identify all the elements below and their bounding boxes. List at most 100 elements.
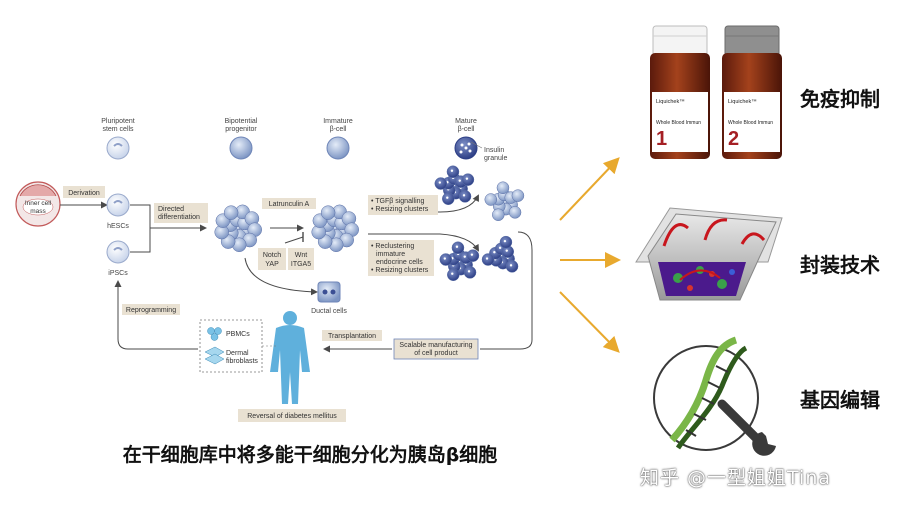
svg-text:• Resizing clusters: • Resizing clusters [371, 267, 429, 274]
svg-text:hESCs: hESCs [107, 223, 129, 230]
tech-label-gene-editing: 基因编辑 [800, 388, 880, 412]
latrunculin-label: Latrunculin A [269, 201, 310, 208]
tech-label-encapsulation: 封装技术 [800, 253, 880, 277]
transplantation-label: Transplantation [328, 333, 376, 340]
patient-figure [270, 311, 310, 404]
ipscs-label: iPSCs [108, 270, 128, 277]
stage-pluripotent: Pluripotent stem cells [101, 118, 135, 160]
caption: 在干细胞库中将多能干细胞分化为胰岛β细胞 [122, 444, 498, 466]
svg-text:Reversal of diabetes mellitus: Reversal of diabetes mellitus [247, 413, 337, 420]
svg-text:Reprogramming: Reprogramming [126, 307, 176, 314]
tgfb-label: • TGFβ signalling [371, 198, 425, 205]
vial-number: 2 [728, 128, 739, 150]
arrow-to-gene-editing [559, 291, 620, 353]
dermal-label: fibroblasts [226, 358, 258, 365]
stage-label: Immature [323, 118, 353, 125]
svg-text:Bipotential: Bipotential [225, 118, 258, 125]
vial-2: Liquichek™ Whole Blood Immun 2 [722, 25, 782, 159]
stage-label: Bipotential [225, 118, 258, 125]
stage-label: progenitor [225, 126, 257, 133]
hescs-cell: hESCs [106, 193, 130, 230]
inner-cell-mass-label: mass [30, 208, 46, 215]
svg-text:Immature: Immature [323, 118, 353, 125]
insulin-granule-label: granule [484, 155, 507, 162]
svg-text:mass: mass [30, 208, 46, 215]
mature-cluster-dark-bottom [439, 241, 480, 281]
immature-cell-icon [326, 136, 350, 160]
gene-editing-icon [653, 336, 776, 456]
progenitor-cell-icon [229, 136, 253, 160]
wnt-label: ITGA5 [291, 261, 311, 268]
pluripotent-cell-icon [106, 136, 130, 160]
recluster-label: • Resizing clusters [371, 267, 429, 274]
svg-text:Insulin: Insulin [484, 147, 504, 154]
vial-line: Whole Blood Immun [656, 120, 701, 126]
wnt-label: Wnt [295, 252, 308, 259]
svg-text:granule: granule [484, 155, 507, 162]
notch-label: YAP [265, 261, 279, 268]
svg-text:Liquichek™: Liquichek™ [728, 99, 757, 105]
vial-brand: Liquichek™ [728, 99, 757, 105]
svg-text:stem cells: stem cells [102, 126, 134, 133]
svg-text:β-cell: β-cell [458, 126, 475, 133]
ductal-cells: Ductal cells [311, 281, 347, 315]
tgfb-label: • Resizing clusters [371, 206, 429, 213]
ipscs-cell: iPSCs [106, 240, 130, 277]
svg-text:• Resizing clusters: • Resizing clusters [371, 206, 429, 213]
svg-text:Transplantation: Transplantation [328, 333, 376, 340]
svg-text:fibroblasts: fibroblasts [226, 358, 258, 365]
immature-cluster [311, 204, 359, 253]
svg-text:Wnt: Wnt [295, 252, 308, 259]
svg-text:Derivation: Derivation [68, 190, 100, 197]
svg-text:ITGA5: ITGA5 [291, 261, 311, 268]
svg-text:Dermal: Dermal [226, 350, 249, 357]
svg-text:Whole Blood Immun: Whole Blood Immun [728, 120, 773, 126]
source-cells-box: PBMCs Dermal fibroblasts [199, 319, 263, 373]
svg-text:iPSCs: iPSCs [108, 270, 128, 277]
svg-text:β-cell: β-cell [330, 126, 347, 133]
stage-bipotential: Bipotential progenitor [225, 118, 258, 160]
pbmcs-label: PBMCs [226, 331, 250, 338]
scalable-label: of cell product [414, 350, 458, 357]
dermal-label: Dermal [226, 350, 249, 357]
svg-text:YAP: YAP [265, 261, 279, 268]
svg-text:immature: immature [376, 251, 405, 258]
svg-text:Pluripotent: Pluripotent [101, 118, 135, 125]
svg-text:1: 1 [656, 128, 667, 150]
watermark: 知乎 @一型姐姐Tina [640, 467, 832, 489]
svg-text:Directed: Directed [158, 206, 184, 213]
svg-text:Latrunculin A: Latrunculin A [269, 201, 310, 208]
svg-text:differentiation: differentiation [158, 214, 200, 221]
vial-brand: Liquichek™ [656, 99, 685, 105]
tech-label-immunosuppression: 免疫抑制 [800, 87, 880, 111]
reversal-label: Reversal of diabetes mellitus [247, 413, 337, 420]
inner-cell-mass: Inner cell mass [15, 181, 61, 227]
svg-text:PBMCs: PBMCs [226, 331, 250, 338]
svg-text:Notch: Notch [263, 252, 281, 259]
svg-text:• Reclustering: • Reclustering [371, 243, 414, 250]
encapsulation-device-icon [635, 207, 783, 301]
recluster-label: immature [376, 251, 405, 258]
svg-text:Whole Blood Immun: Whole Blood Immun [656, 120, 701, 126]
inner-cell-mass-label: Inner cell [25, 200, 52, 207]
recluster-label: endocrine cells [376, 259, 423, 266]
svg-text:Scalable manufacturing: Scalable manufacturing [399, 342, 472, 349]
stage-label: Pluripotent [101, 118, 135, 125]
vial-number: 1 [656, 128, 667, 150]
svg-text:Mature: Mature [455, 118, 477, 125]
svg-text:endocrine cells: endocrine cells [376, 259, 423, 266]
arrow-to-immunosuppression [559, 157, 620, 221]
stage-label: Mature [455, 118, 477, 125]
svg-text:Ductal cells: Ductal cells [311, 308, 347, 315]
ductal-label: Ductal cells [311, 308, 347, 315]
hescs-label: hESCs [107, 223, 129, 230]
directed-diff-label: Directed [158, 206, 184, 213]
vial-1: Liquichek™ Whole Blood Immun 1 [650, 25, 710, 159]
vial-line: Whole Blood Immun [728, 120, 773, 126]
progenitor-cluster [214, 204, 262, 253]
notch-label: Notch [263, 252, 281, 259]
stage-mature: Mature β-cell Insulin granule [454, 118, 507, 162]
recluster-label: • Reclustering [371, 243, 414, 250]
svg-text:2: 2 [728, 128, 739, 150]
insulin-granule-label: Insulin [484, 147, 504, 154]
